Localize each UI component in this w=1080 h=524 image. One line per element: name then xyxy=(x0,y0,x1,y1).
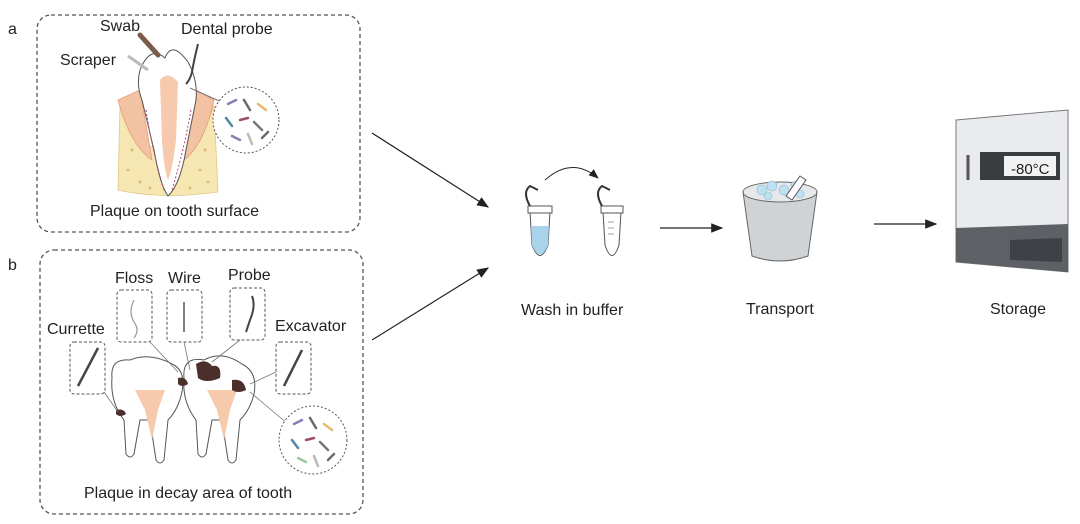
molar-teeth-illustration xyxy=(111,355,256,464)
wash-label: Wash in buffer xyxy=(521,302,624,319)
scraper-tool xyxy=(127,54,149,72)
panel-a-box xyxy=(36,14,361,233)
panel-b-letter: b xyxy=(8,257,17,274)
panel-b-box xyxy=(39,249,364,515)
panel-a-caption: Plaque on tooth surface xyxy=(90,203,260,220)
tooth-pulp xyxy=(160,75,178,180)
dental-probe-label: Dental probe xyxy=(181,21,273,38)
scraper-label: Scraper xyxy=(60,52,117,69)
transport-label: Transport xyxy=(746,301,814,318)
floss-label: Floss xyxy=(115,270,154,287)
probe-box xyxy=(229,287,266,341)
decay-root xyxy=(116,409,126,416)
storage-label: Storage xyxy=(990,301,1047,318)
tube-empty-icon xyxy=(597,184,624,256)
swab-label: Swab xyxy=(100,18,141,35)
arrow-b-to-wash xyxy=(371,267,490,341)
excavator-label: Excavator xyxy=(275,318,347,335)
currette-label: Currette xyxy=(47,321,105,338)
wire-box xyxy=(166,289,203,343)
panel-b-caption: Plaque in decay area of tooth xyxy=(84,485,293,502)
probe-label: Probe xyxy=(228,267,271,284)
freezer-temperature-display: -80°C xyxy=(1011,161,1050,178)
decay-left xyxy=(178,377,188,386)
tube-with-buffer-icon xyxy=(525,184,553,256)
bacteria-zoom-circle-b xyxy=(278,405,348,475)
bacteria-zoom-circle-a xyxy=(212,86,280,154)
decay-top xyxy=(196,361,221,381)
arrow-a-to-wash xyxy=(371,132,490,208)
currette-box xyxy=(69,341,106,395)
swab-tool xyxy=(137,32,161,58)
freezer-icon xyxy=(955,109,1069,273)
panel-a-letter: a xyxy=(8,21,17,38)
ice-bucket-icon xyxy=(742,175,818,262)
tooth-cross-section-illustration xyxy=(117,49,219,197)
arrow-tube-transfer xyxy=(544,167,599,181)
dental-probe-tool xyxy=(185,43,199,85)
wire-label: Wire xyxy=(168,270,201,287)
floss-box xyxy=(116,289,153,343)
excavator-box xyxy=(275,341,312,395)
decay-side xyxy=(232,379,246,392)
